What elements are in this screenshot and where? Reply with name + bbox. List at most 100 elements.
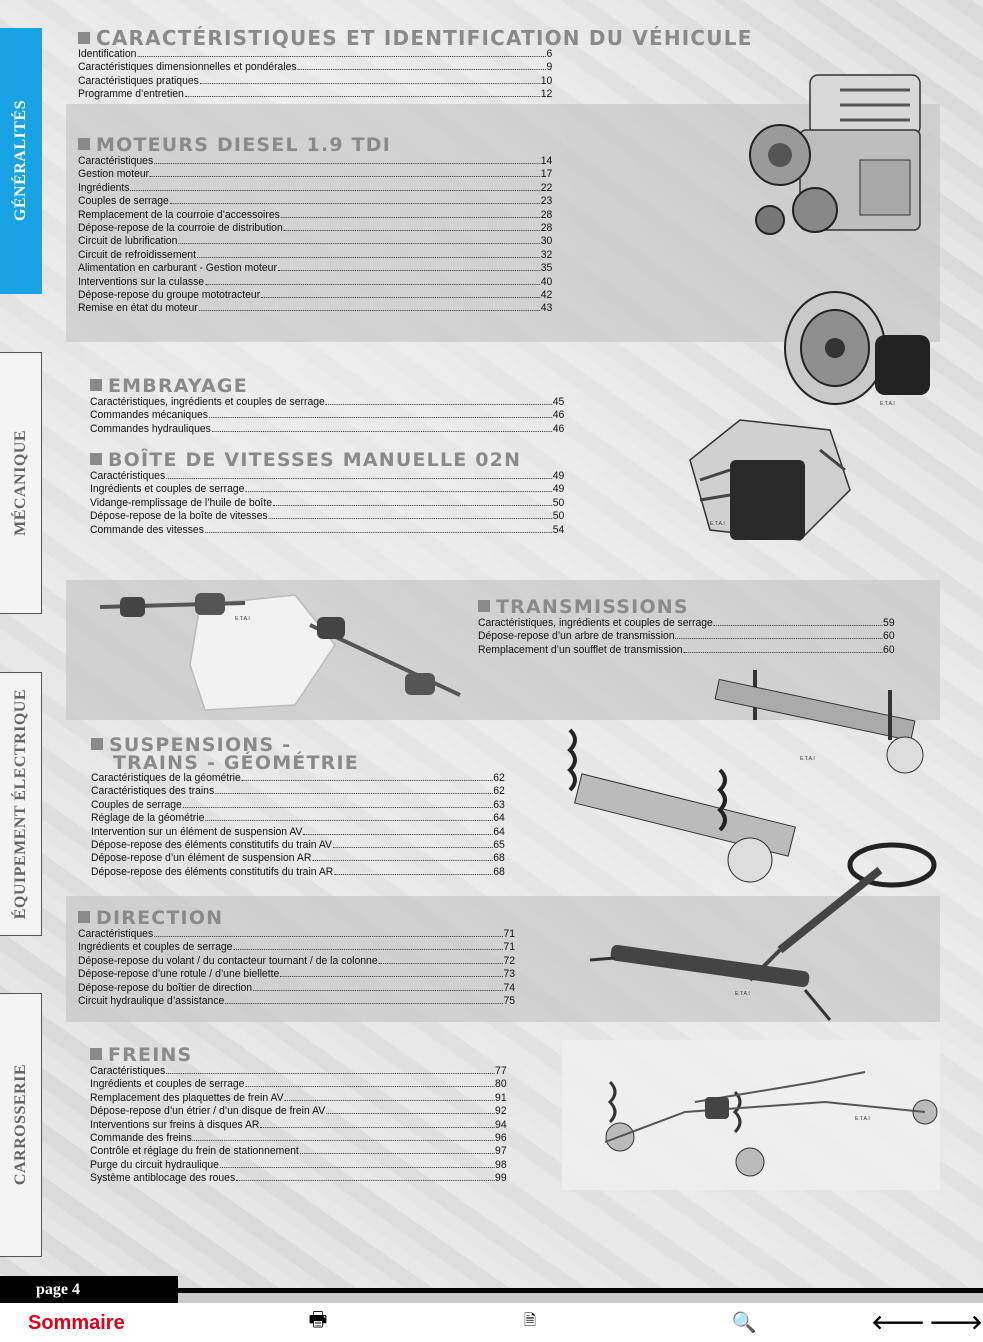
bullet-square-icon bbox=[90, 1048, 102, 1060]
toc-item[interactable]: Remplacement de la courroie d’accessoire… bbox=[78, 208, 553, 221]
suspension-illustration: E.T.A.I bbox=[567, 670, 924, 883]
toc-item[interactable]: Caractéristiques, ingrédients et couples… bbox=[90, 396, 565, 408]
bullet-square-icon bbox=[78, 32, 90, 44]
print-icon[interactable]: 🖶 bbox=[308, 1309, 328, 1331]
tab-equipement-electrique[interactable]: ÉQUIPEMENT ÉLECTRIQUE bbox=[0, 672, 42, 936]
tab-label: GÉNÉRALITÉS bbox=[11, 100, 29, 222]
gearbox-illustration: E.T.A.I bbox=[689, 419, 851, 541]
tab-label: ÉQUIPEMENT ÉLECTRIQUE bbox=[11, 688, 29, 920]
toc-item[interactable]: Contrôle et réglage du frein de stationn… bbox=[90, 1145, 507, 1158]
section-title: CARACTÉRISTIQUES ET IDENTIFICATION DU VÉ… bbox=[78, 28, 751, 48]
footer-bar bbox=[0, 1303, 983, 1342]
toc-item[interactable]: Intervention sur un élément de suspensio… bbox=[91, 825, 505, 838]
toc-item[interactable]: Dépose-repose des éléments constitutifs … bbox=[91, 865, 505, 878]
tab-label: CARROSSERIE bbox=[11, 1064, 29, 1186]
brakes-illustration: E.T.A.I bbox=[604, 1071, 938, 1177]
section-title: TRANSMISSIONS bbox=[478, 597, 926, 617]
page-icon[interactable]: 🗎 bbox=[523, 1311, 537, 1329]
tab-mecanique[interactable]: MÉCANIQUE bbox=[0, 352, 42, 614]
toc-item[interactable]: Dépose-repose des éléments constitutifs … bbox=[91, 838, 505, 851]
section-identification: CARACTÉRISTIQUES ET IDENTIFICATION DU VÉ… bbox=[78, 28, 751, 102]
tab-generalites[interactable]: GÉNÉRALITÉS bbox=[0, 28, 42, 294]
section-title: SUSPENSIONS - bbox=[91, 736, 536, 755]
section-title-line2: TRAINS - GÉOMÉTRIE bbox=[113, 752, 359, 774]
sommaire-link[interactable]: Sommaire bbox=[28, 1312, 125, 1334]
etai-mark: E.T.A.I bbox=[880, 401, 895, 407]
toc-item[interactable]: Dépose-repose d’une rotule / d’une biell… bbox=[78, 968, 516, 981]
toc-item[interactable]: Dépose-repose d’un arbre de transmission… bbox=[478, 630, 895, 643]
section-title: BOÎTE DE VITESSES MANUELLE 02N bbox=[90, 450, 600, 470]
toc-item[interactable]: Dépose-repose du volant / du contacteur … bbox=[78, 954, 516, 967]
section-title: MOTEURS DIESEL 1.9 TDI bbox=[78, 135, 588, 155]
driveshaft-illustration: E.T.A.I bbox=[99, 593, 461, 711]
toc-item[interactable]: Caractéristiques dimensionnelles et pond… bbox=[78, 61, 553, 74]
steering-illustration: E.T.A.I bbox=[589, 842, 937, 1021]
arrow-right-icon[interactable]: 🡒 bbox=[929, 1311, 983, 1334]
clutch-illustration: E.T.A.I bbox=[784, 291, 930, 407]
etai-mark: E.T.A.I bbox=[800, 756, 815, 762]
toc-item[interactable]: Dépose-repose d’un élément de suspension… bbox=[91, 852, 505, 865]
section-title: EMBRAYAGE bbox=[90, 376, 600, 396]
bullet-square-icon bbox=[478, 600, 490, 612]
toc-item[interactable]: Dépose-repose d’un étrier / d’un disque … bbox=[90, 1105, 507, 1118]
binoculars-icon[interactable]: 🔍 bbox=[731, 1311, 757, 1334]
toc-item[interactable]: Alimentation en carburant - Gestion mote… bbox=[78, 262, 553, 275]
tab-label: MÉCANIQUE bbox=[11, 430, 29, 536]
toc-item[interactable]: Dépose-repose de la courroie de distribu… bbox=[78, 221, 553, 234]
page-number: page 4 bbox=[0, 1276, 178, 1303]
tab-carrosserie[interactable]: CARROSSERIE bbox=[0, 993, 42, 1257]
arrow-left-icon[interactable]: 🡐 bbox=[871, 1311, 925, 1334]
toc-item[interactable]: Remplacement d’un soufflet de transmissi… bbox=[478, 643, 895, 656]
toc-list: Caractéristiques, ingrédients et couples… bbox=[90, 396, 600, 436]
toc-list: Caractéristiques, ingrédients et couples… bbox=[478, 617, 926, 657]
bullet-square-icon bbox=[78, 911, 90, 923]
etai-mark: E.T.A.I bbox=[855, 1116, 870, 1122]
section-embrayage: EMBRAYAGE Caractéristiques, ingrédients … bbox=[90, 376, 600, 436]
toc-item[interactable]: Caractéristiques, ingrédients et couples… bbox=[478, 617, 895, 629]
etai-mark: E.T.A.I bbox=[710, 521, 725, 527]
etai-mark: E.T.A.I bbox=[735, 991, 750, 997]
section-transmissions: TRANSMISSIONS Caractéristiques, ingrédie… bbox=[478, 597, 926, 657]
panel-direction bbox=[66, 896, 940, 1022]
